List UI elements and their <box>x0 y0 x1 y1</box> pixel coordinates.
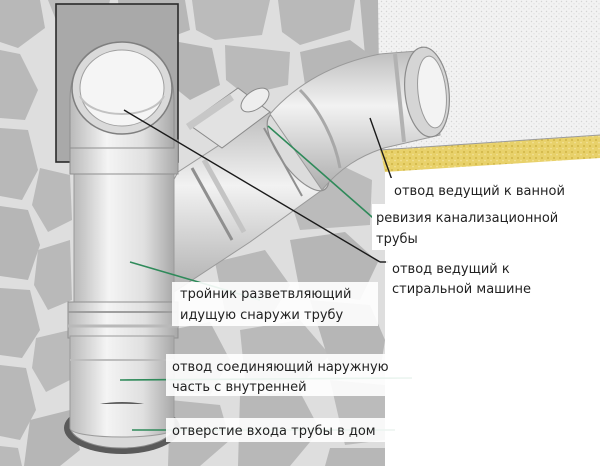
leader-bath <box>369 117 393 181</box>
top-elbow <box>69 41 175 149</box>
label-bath-outlet: отвод ведущий к ванной <box>394 184 565 199</box>
label-washer-line2: стиральной машине <box>392 282 531 297</box>
label-tee-line2: идущую снаружи трубу <box>180 308 344 323</box>
revision-cap <box>186 87 271 149</box>
label-revision-line1: ревизия канализационной <box>376 211 558 226</box>
sand-layer <box>380 135 600 172</box>
label-revision-line2: трубы <box>376 232 418 247</box>
label-entry: отверстие входа трубы в дом <box>172 424 376 439</box>
label-connector-line2: часть с внутренней <box>172 380 307 395</box>
entry-hole <box>64 402 180 454</box>
vertical-tee <box>67 139 179 429</box>
leader-washer <box>123 109 381 263</box>
label-washer-line1: отвод ведущий к <box>392 262 510 277</box>
label-tee-line1: тройник разветвляющий <box>180 287 351 302</box>
leader-revision <box>267 125 381 225</box>
label-backgrounds <box>166 178 596 442</box>
label-connector-line1: отвод соединяющий наружную <box>172 360 389 375</box>
bath-outlet-pipe <box>269 46 450 191</box>
